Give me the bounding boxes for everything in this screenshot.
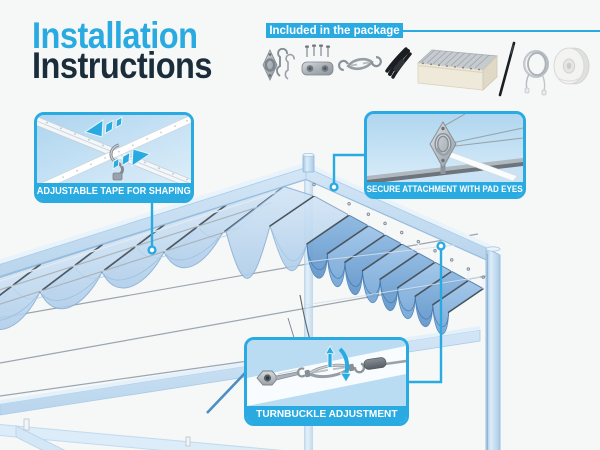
padeye-detail-art xyxy=(367,114,523,182)
fold-rail xyxy=(269,195,315,227)
page-title: Installation Instructions xyxy=(32,17,237,84)
hanger-hook-icon xyxy=(416,239,421,244)
rope-icon xyxy=(385,47,412,79)
hanger-hook-icon xyxy=(466,267,471,271)
hanger-hook-icon xyxy=(312,182,316,187)
callout-tape-label: ADJUSTABLE TAPE FOR SHAPING xyxy=(37,183,191,200)
callout-turnbuckle: TURNBUCKLE ADJUSTMENT xyxy=(244,337,409,426)
turnbuckle-hardware xyxy=(256,357,406,386)
turnbuckle-detail-art xyxy=(247,340,406,406)
fold-rail xyxy=(361,243,403,272)
fold-rail xyxy=(414,270,453,297)
cable-coil-icon xyxy=(523,50,549,96)
ground-rail xyxy=(0,418,283,450)
hanger-hook-icon xyxy=(433,248,437,253)
fold-rail xyxy=(396,261,436,289)
canopy-rail xyxy=(163,204,227,253)
eye-cables xyxy=(443,114,523,148)
tape-strap xyxy=(40,115,191,183)
canopy-cable xyxy=(0,201,273,291)
pad-eye-icon xyxy=(262,49,278,81)
corner-post xyxy=(302,152,315,173)
tape-detail-art xyxy=(37,115,191,183)
canopy-rail xyxy=(101,224,165,273)
package-items xyxy=(262,41,590,97)
pad-eye-detail xyxy=(429,121,457,174)
title-line-2: Instructions xyxy=(32,45,213,86)
canopy-rail xyxy=(0,263,41,297)
right-post xyxy=(485,246,501,450)
hanger-hook-icon xyxy=(347,201,351,206)
rod-icon xyxy=(498,41,516,97)
turnbuckle-icon xyxy=(337,56,382,72)
screws-and-clamp-icon xyxy=(301,44,334,76)
callout-tape: ADJUSTABLE TAPE FOR SHAPING xyxy=(34,112,194,203)
callout-connectors xyxy=(150,153,443,384)
callout-turnbuckle-label: TURNBUCKLE ADJUSTMENT xyxy=(247,406,406,423)
hanger-hook-icon xyxy=(449,258,454,262)
callout-padeye-label: SECURE ATTACHMENT WITH PAD EYES xyxy=(366,182,524,196)
fold-rail xyxy=(379,252,420,280)
canopy-cable xyxy=(0,226,240,305)
callout-padeye: SECURE ATTACHMENT WITH PAD EYES xyxy=(364,111,526,199)
canopy-rail xyxy=(39,243,103,293)
canopy-cable xyxy=(0,186,293,282)
package-heading: Included in the package xyxy=(266,23,403,38)
hanger-hook-icon xyxy=(399,230,404,235)
title-line-1: Installation xyxy=(32,15,198,56)
package-heading-rule xyxy=(403,30,600,32)
hanger-hook-icon xyxy=(366,212,371,217)
snap-hooks-icon xyxy=(276,47,295,80)
fold-rail xyxy=(432,279,470,306)
canopy-box-icon xyxy=(417,49,498,91)
hanger-hook-icon xyxy=(481,275,486,279)
fold-rail xyxy=(447,287,485,314)
turnbuckle-cable xyxy=(206,371,247,414)
slide-arrows xyxy=(83,116,152,170)
fold-rail xyxy=(344,234,386,264)
adjust-arrows xyxy=(324,345,352,383)
hanger-hook-icon xyxy=(383,221,387,226)
tape-roll-icon xyxy=(553,47,590,85)
wave-canopy-extended xyxy=(0,185,293,330)
callout-anchors xyxy=(147,182,446,255)
fold-rail xyxy=(326,224,370,255)
fold-rail xyxy=(306,214,350,245)
right-beam xyxy=(305,162,492,263)
wave-canopy-folded xyxy=(225,182,486,335)
